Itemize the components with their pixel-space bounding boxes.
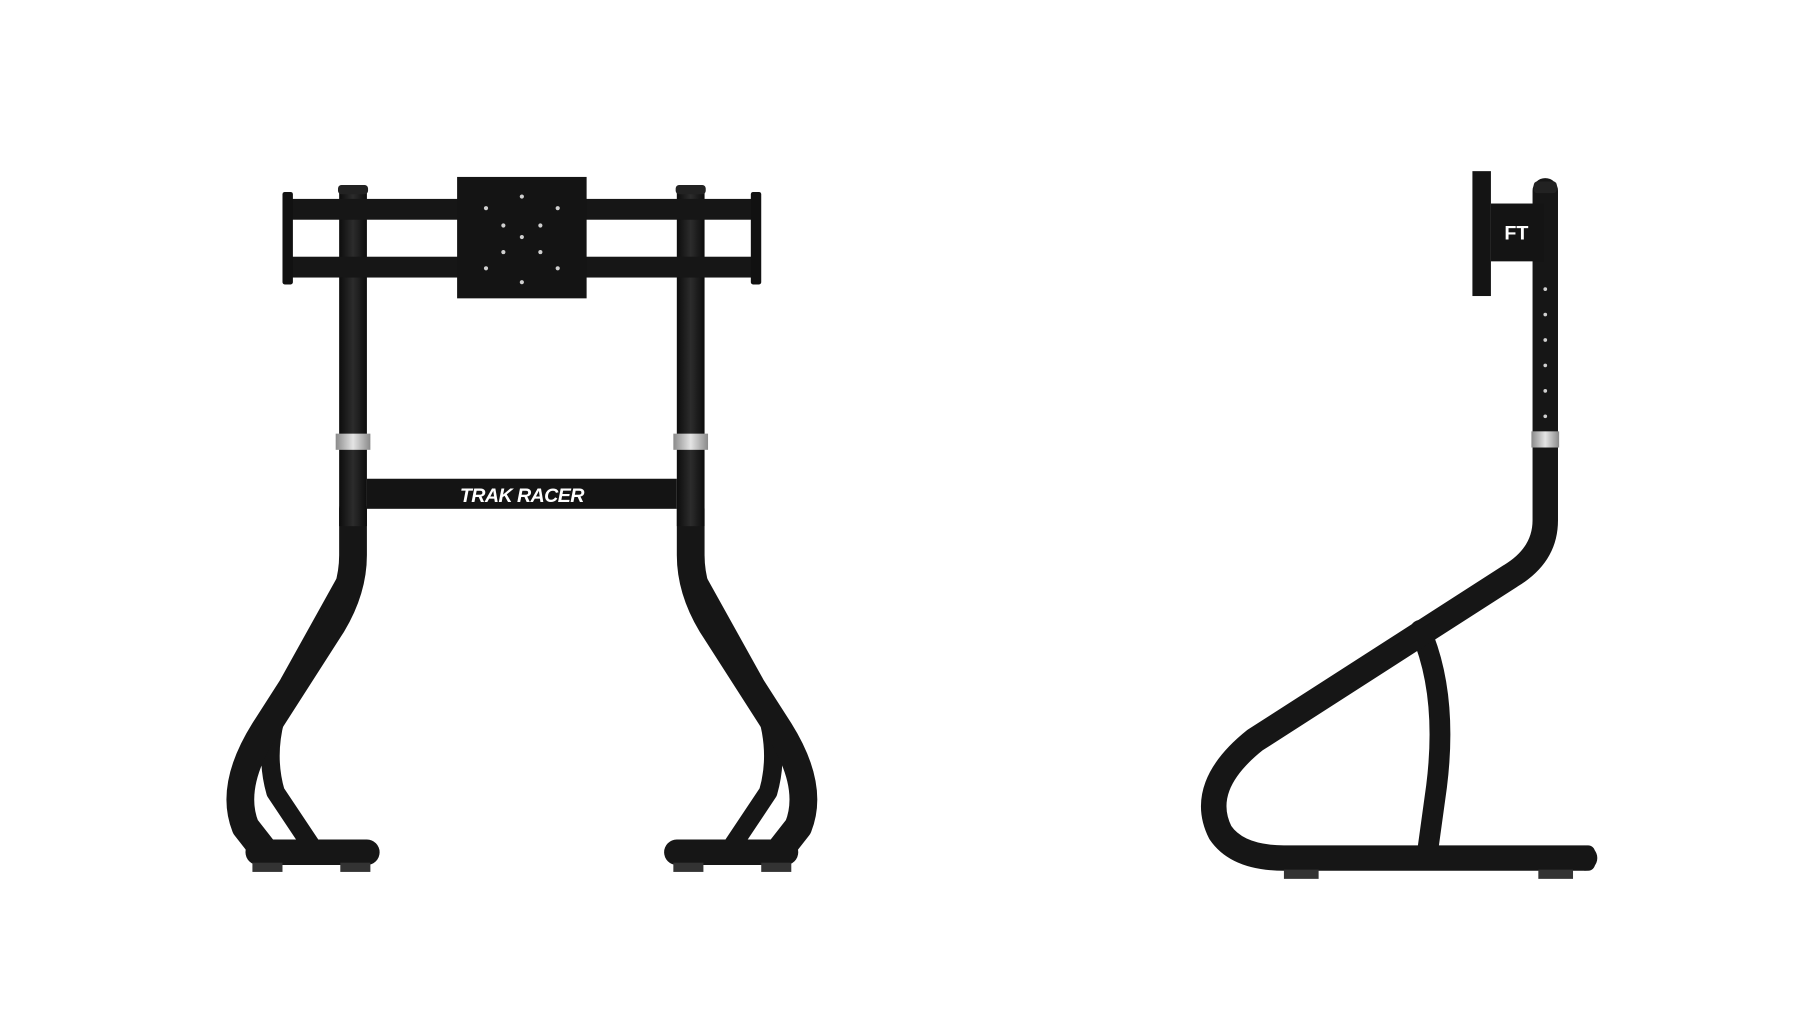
side-monitor-bracket: FT xyxy=(1472,171,1545,297)
brand-logo-text: TRAK RACER xyxy=(460,485,585,507)
left-upright xyxy=(339,190,367,527)
front-view-stand: TRAK RACER xyxy=(226,176,818,872)
crossbar xyxy=(366,478,677,509)
right-upright xyxy=(676,190,705,527)
ft-logo-text: FT xyxy=(1504,222,1528,244)
left-clamp xyxy=(335,433,371,450)
side-clamp xyxy=(1531,431,1560,448)
side-view-stand: FT xyxy=(1201,171,1598,879)
vesa-mount-plate xyxy=(457,176,587,299)
right-leg xyxy=(664,494,818,872)
left-leg xyxy=(226,494,380,872)
right-clamp xyxy=(673,433,709,450)
